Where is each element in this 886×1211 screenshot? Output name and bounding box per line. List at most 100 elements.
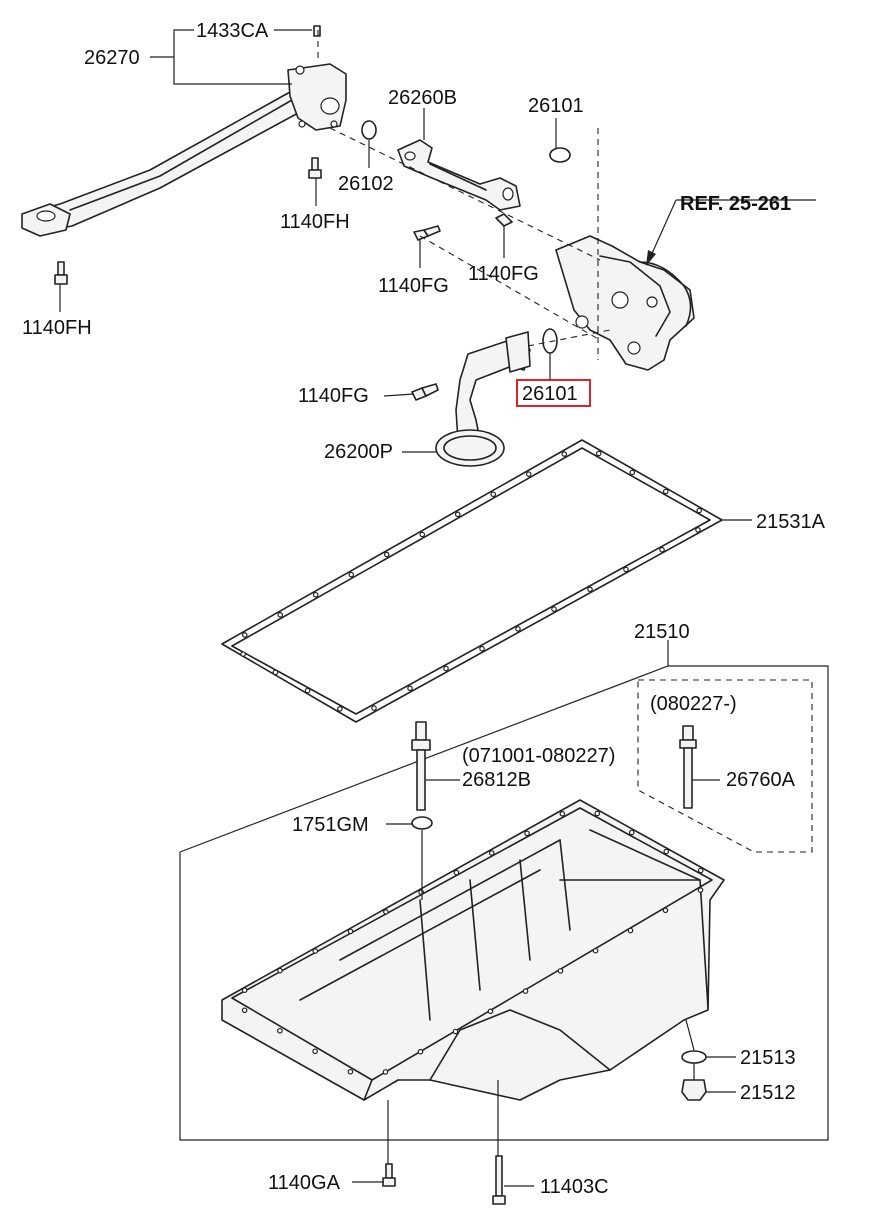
bolt-1140FG-a[interactable] bbox=[413, 225, 441, 241]
label-26812B[interactable]: 26812B bbox=[462, 769, 531, 791]
bolt-hole bbox=[524, 830, 530, 837]
bolt-hole bbox=[587, 586, 593, 593]
bolt-hole bbox=[241, 987, 248, 994]
bolt-1140FH-lower[interactable] bbox=[54, 261, 68, 285]
label-11403C[interactable]: 11403C bbox=[540, 1176, 609, 1198]
label-1433CA[interactable]: 1433CA bbox=[196, 20, 269, 42]
label-1140FG-a[interactable]: 1140FG bbox=[378, 275, 449, 297]
bolt-hole bbox=[277, 612, 284, 618]
bolt-hole bbox=[312, 1048, 318, 1055]
transfer-pipe-26260B[interactable] bbox=[397, 139, 521, 211]
label-26260B[interactable]: 26260B bbox=[388, 87, 457, 109]
bolt-hole bbox=[488, 850, 495, 856]
highlight-box-26101 bbox=[516, 379, 591, 407]
bolt-hole bbox=[695, 527, 701, 533]
bolt-hole bbox=[623, 566, 629, 573]
bolt-hole bbox=[487, 1008, 494, 1015]
bolt-hole bbox=[241, 1007, 248, 1014]
o-ring-26101-top[interactable] bbox=[549, 147, 571, 163]
bolt-1140FH-upper[interactable] bbox=[308, 157, 322, 179]
oil-strainer-26200P[interactable] bbox=[435, 331, 531, 467]
bolt-hole bbox=[347, 928, 354, 935]
label-080227: (080227-) bbox=[650, 693, 737, 715]
label-1140GA[interactable]: 1140GA bbox=[268, 1172, 341, 1194]
bolt-hole bbox=[337, 706, 343, 712]
parts-box-21510 bbox=[179, 665, 829, 1141]
bolt-1140GA[interactable] bbox=[382, 1163, 396, 1187]
bolt-hole bbox=[659, 546, 665, 553]
label-1140FG-b[interactable]: 1140FG bbox=[468, 263, 539, 285]
bolt-hole bbox=[240, 651, 246, 657]
leader-lines bbox=[59, 29, 816, 1187]
bolt-1140FG-b[interactable] bbox=[495, 213, 513, 227]
bolt-hole bbox=[559, 810, 566, 817]
label-ref-25-261[interactable]: REF. 25-261 bbox=[680, 193, 791, 215]
bolt-hole bbox=[662, 488, 669, 495]
part-labels: 1433CA 26270 26260B 26101 26102 1140FH R… bbox=[22, 20, 826, 1198]
oil-pan-gasket-21531A[interactable] bbox=[221, 439, 723, 723]
o-ring-1751GM[interactable] bbox=[411, 816, 433, 830]
bolt-hole bbox=[443, 665, 449, 672]
bolt-hole bbox=[628, 829, 635, 836]
label-26200P[interactable]: 26200P bbox=[324, 441, 393, 463]
bolt-hole bbox=[557, 968, 564, 974]
bolt-hole bbox=[663, 848, 670, 855]
label-1140FH-lower[interactable]: 1140FH bbox=[22, 317, 92, 339]
bolt-hole bbox=[490, 491, 497, 498]
bolt-hole bbox=[277, 967, 283, 974]
bolt-hole bbox=[595, 450, 602, 457]
label-071001-080227: (071001-080227) bbox=[462, 745, 615, 767]
bolt-hole bbox=[522, 988, 529, 994]
bolt-hole bbox=[382, 1069, 389, 1075]
bolt-hole bbox=[347, 1068, 354, 1075]
label-26760A[interactable]: 26760A bbox=[726, 769, 796, 791]
bolt-hole bbox=[277, 1027, 283, 1034]
bolt-hole bbox=[515, 626, 521, 632]
bolt-hole bbox=[479, 645, 485, 652]
label-1751GM[interactable]: 1751GM bbox=[292, 814, 369, 836]
drain-washer-21513[interactable] bbox=[681, 1050, 707, 1064]
label-21513[interactable]: 21513 bbox=[740, 1047, 796, 1069]
bolt-hole bbox=[241, 632, 248, 638]
bolt-hole bbox=[407, 685, 413, 692]
bolt-hole bbox=[454, 511, 461, 518]
bolt-hole bbox=[383, 551, 390, 558]
bolt-hole bbox=[592, 947, 599, 954]
label-1140FG-c[interactable]: 1140FG bbox=[298, 385, 369, 407]
bolt-11403C[interactable] bbox=[492, 1155, 506, 1205]
drain-plug-21512[interactable] bbox=[681, 1079, 707, 1101]
bolt-hole bbox=[383, 908, 389, 915]
guide-tube-26760A[interactable] bbox=[679, 725, 697, 809]
bolt-hole bbox=[312, 948, 319, 954]
o-ring-26102[interactable] bbox=[361, 120, 377, 140]
dipstick-tube-26812B[interactable] bbox=[411, 721, 431, 811]
label-21510[interactable]: 21510 bbox=[634, 621, 690, 643]
bolt-hole bbox=[697, 867, 704, 874]
bolt-1140FG-c[interactable] bbox=[411, 383, 439, 401]
bolt-hole bbox=[629, 469, 636, 476]
bolt-hole bbox=[312, 591, 319, 598]
label-26101-top[interactable]: 26101 bbox=[528, 95, 584, 117]
bolt-hole bbox=[525, 471, 532, 477]
label-21531A[interactable]: 21531A bbox=[756, 511, 826, 533]
oil-pan-21510[interactable] bbox=[221, 799, 725, 1101]
label-26270[interactable]: 26270 bbox=[84, 47, 140, 69]
oil-pipe-26270[interactable] bbox=[21, 25, 347, 237]
bolt-hole bbox=[453, 869, 460, 876]
label-21512[interactable]: 21512 bbox=[740, 1082, 796, 1104]
bolt-hole bbox=[418, 889, 424, 896]
bolt-hole bbox=[348, 571, 355, 578]
bolt-hole bbox=[627, 927, 634, 934]
oil-pump-assembly[interactable] bbox=[555, 235, 695, 371]
label-26102[interactable]: 26102 bbox=[338, 173, 394, 195]
label-1140FH-upper[interactable]: 1140FH bbox=[280, 211, 350, 233]
bolt-hole bbox=[272, 669, 279, 676]
bolt-hole bbox=[697, 887, 704, 893]
bolt-hole bbox=[662, 907, 669, 914]
bolt-hole bbox=[304, 687, 311, 694]
label-26101-highlighted[interactable]: 26101 bbox=[522, 383, 578, 405]
bolt-hole bbox=[417, 1048, 424, 1055]
bolt-hole bbox=[594, 810, 601, 817]
bolt-hole bbox=[452, 1028, 459, 1035]
